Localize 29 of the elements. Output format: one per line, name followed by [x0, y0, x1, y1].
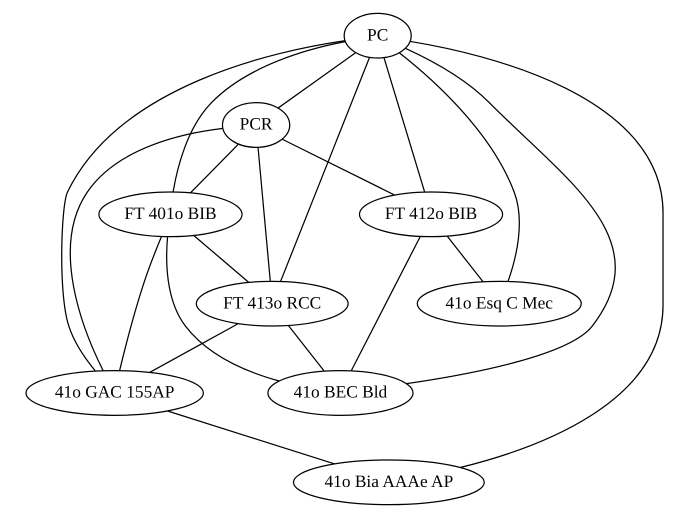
connector: [172, 41, 345, 192]
node-ellipse: 41o Esq C Mec: [416, 280, 582, 327]
connector: [350, 236, 420, 372]
node-ellipse: FT 412o BIB: [358, 191, 503, 238]
node-ellipse: PCR: [221, 102, 290, 148]
connector: [166, 236, 279, 382]
connector: [118, 236, 162, 371]
connector: [69, 128, 222, 371]
connector: [60, 40, 344, 372]
connector: [277, 52, 356, 108]
connector: [410, 40, 664, 468]
node-ellipse: 41o GAC 155AP: [24, 370, 204, 416]
connector: [193, 235, 249, 283]
node-ellipse: FT 413o RCC: [195, 280, 348, 327]
connector: [190, 144, 238, 194]
connector: [446, 236, 483, 282]
connector: [256, 147, 270, 282]
node-ellipse: 41o BEC Bld: [266, 370, 414, 416]
connector: [149, 323, 238, 373]
connector: [166, 410, 334, 465]
connector: [404, 48, 615, 384]
node-ellipse: 41o Bia AAAe AP: [292, 459, 484, 506]
connector: [282, 138, 394, 196]
node-ellipse: FT 401o BIB: [98, 191, 242, 238]
connector: [280, 58, 370, 282]
node-ellipse: PC: [343, 12, 412, 59]
connector: [382, 58, 425, 192]
connector: [287, 325, 324, 372]
connector: [398, 52, 520, 282]
